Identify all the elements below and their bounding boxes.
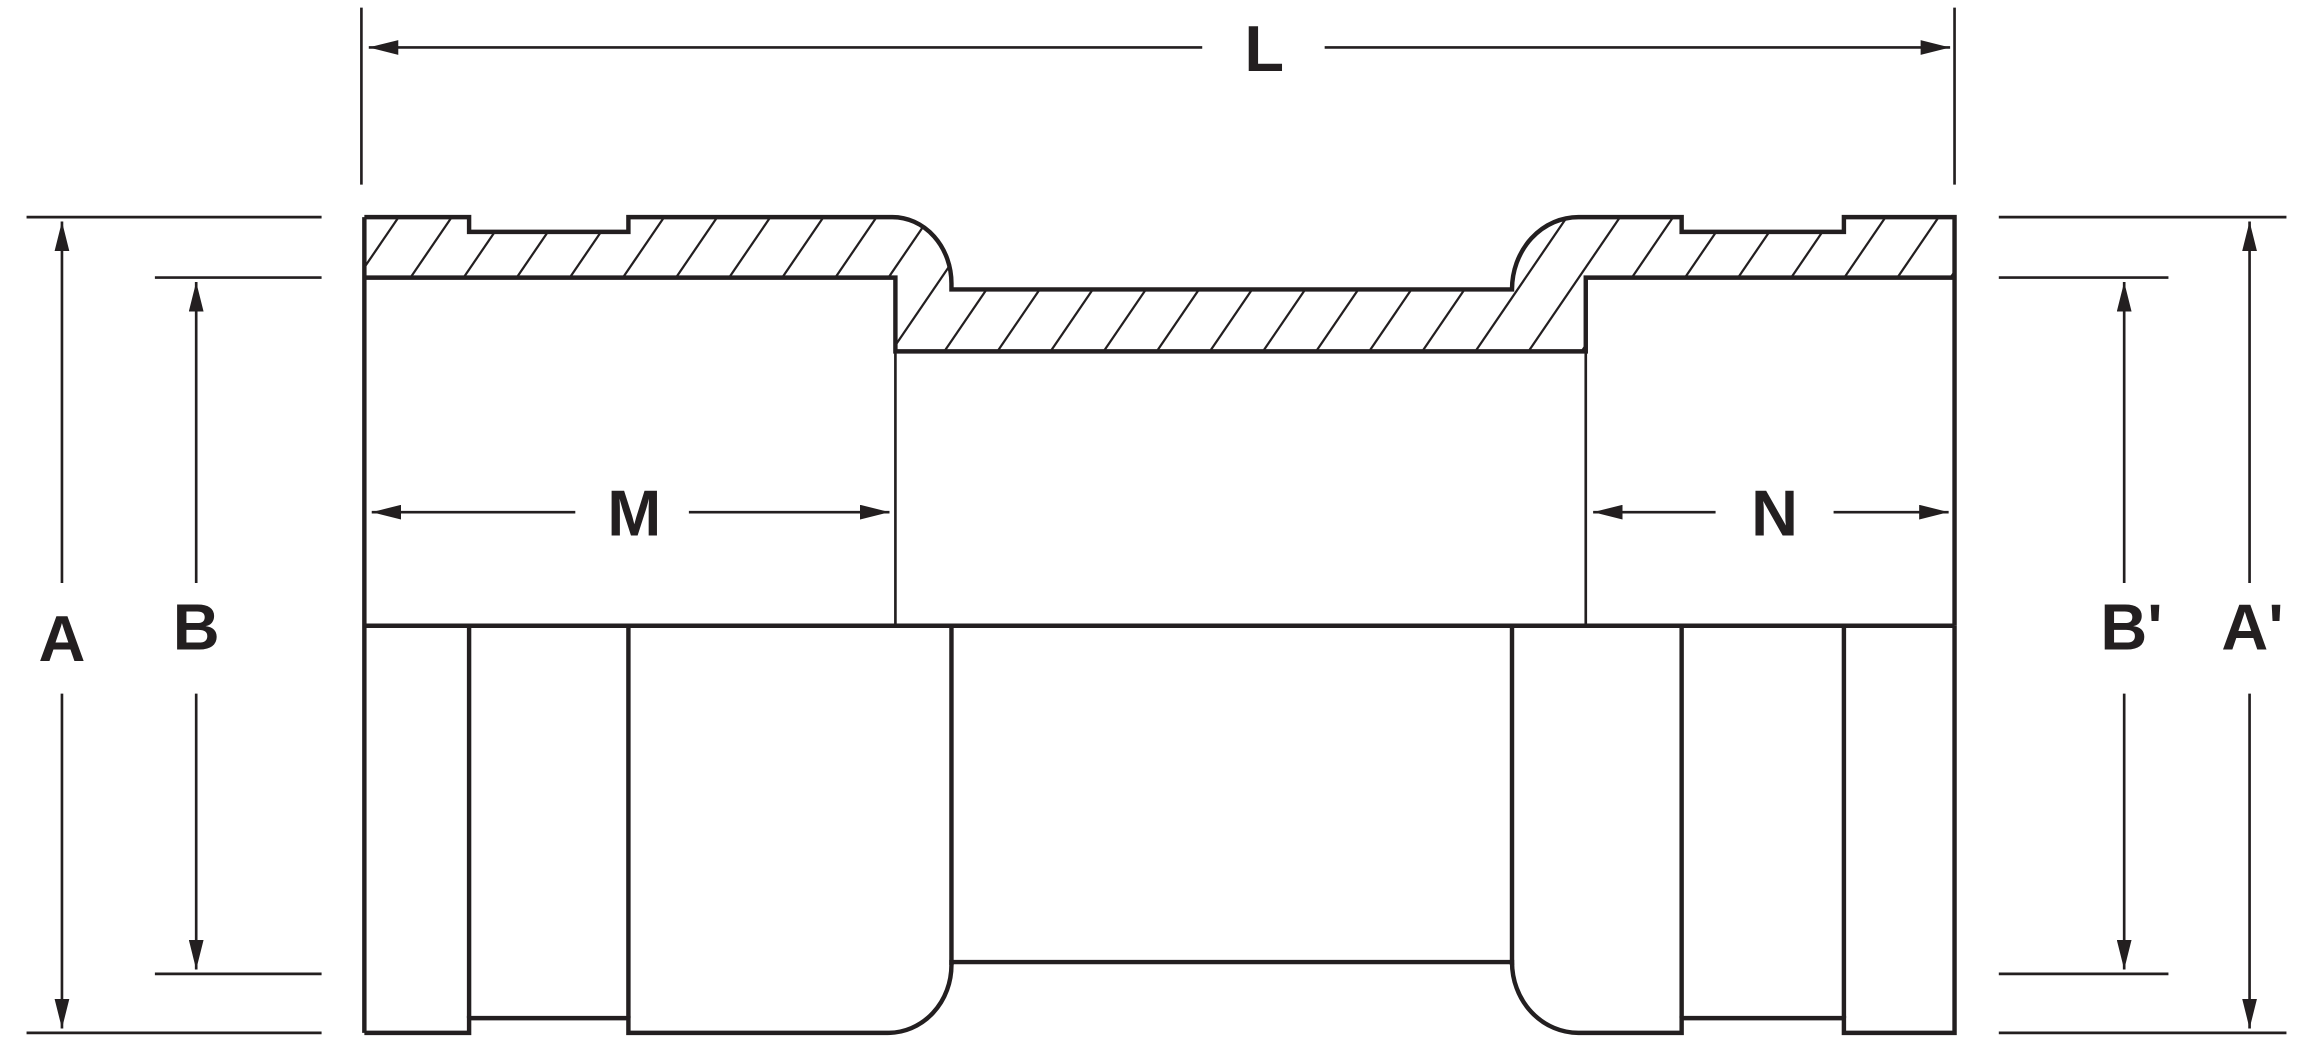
label-A: A	[39, 602, 86, 675]
hatch-line	[1887, 217, 1955, 352]
hatch-line	[1940, 217, 1955, 352]
hatch-line	[2047, 207, 2158, 369]
exterior-outline	[364, 625, 1957, 1036]
dimension-L: L	[360, 7, 1956, 185]
hatch-line	[665, 217, 779, 352]
label-N: N	[1751, 477, 1798, 550]
label-A-prime: A'	[2221, 590, 2283, 663]
dimension-A: A	[26, 215, 322, 1035]
dimension-M: M	[371, 477, 890, 550]
dimension-B: B	[154, 276, 322, 976]
label-B: B	[173, 590, 220, 663]
label-B-prime: B'	[2100, 590, 2162, 663]
section-outline	[364, 214, 1957, 626]
dimension-B-prime: B'	[1998, 276, 2169, 976]
hatch-line	[772, 217, 885, 352]
bore-outline	[364, 275, 1955, 354]
hatch-line	[1515, 217, 1628, 352]
dimension-A-prime: A'	[1998, 215, 2287, 1035]
label-L: L	[1244, 12, 1284, 85]
hatch-line	[718, 217, 832, 352]
hatch-line	[1994, 207, 2105, 369]
hatch-line	[825, 217, 938, 352]
hatch-line	[1462, 217, 1575, 352]
hatch-line	[364, 217, 407, 352]
dimension-N: N	[1593, 477, 1949, 550]
hatch-line	[1834, 217, 1947, 352]
label-M: M	[607, 477, 661, 550]
